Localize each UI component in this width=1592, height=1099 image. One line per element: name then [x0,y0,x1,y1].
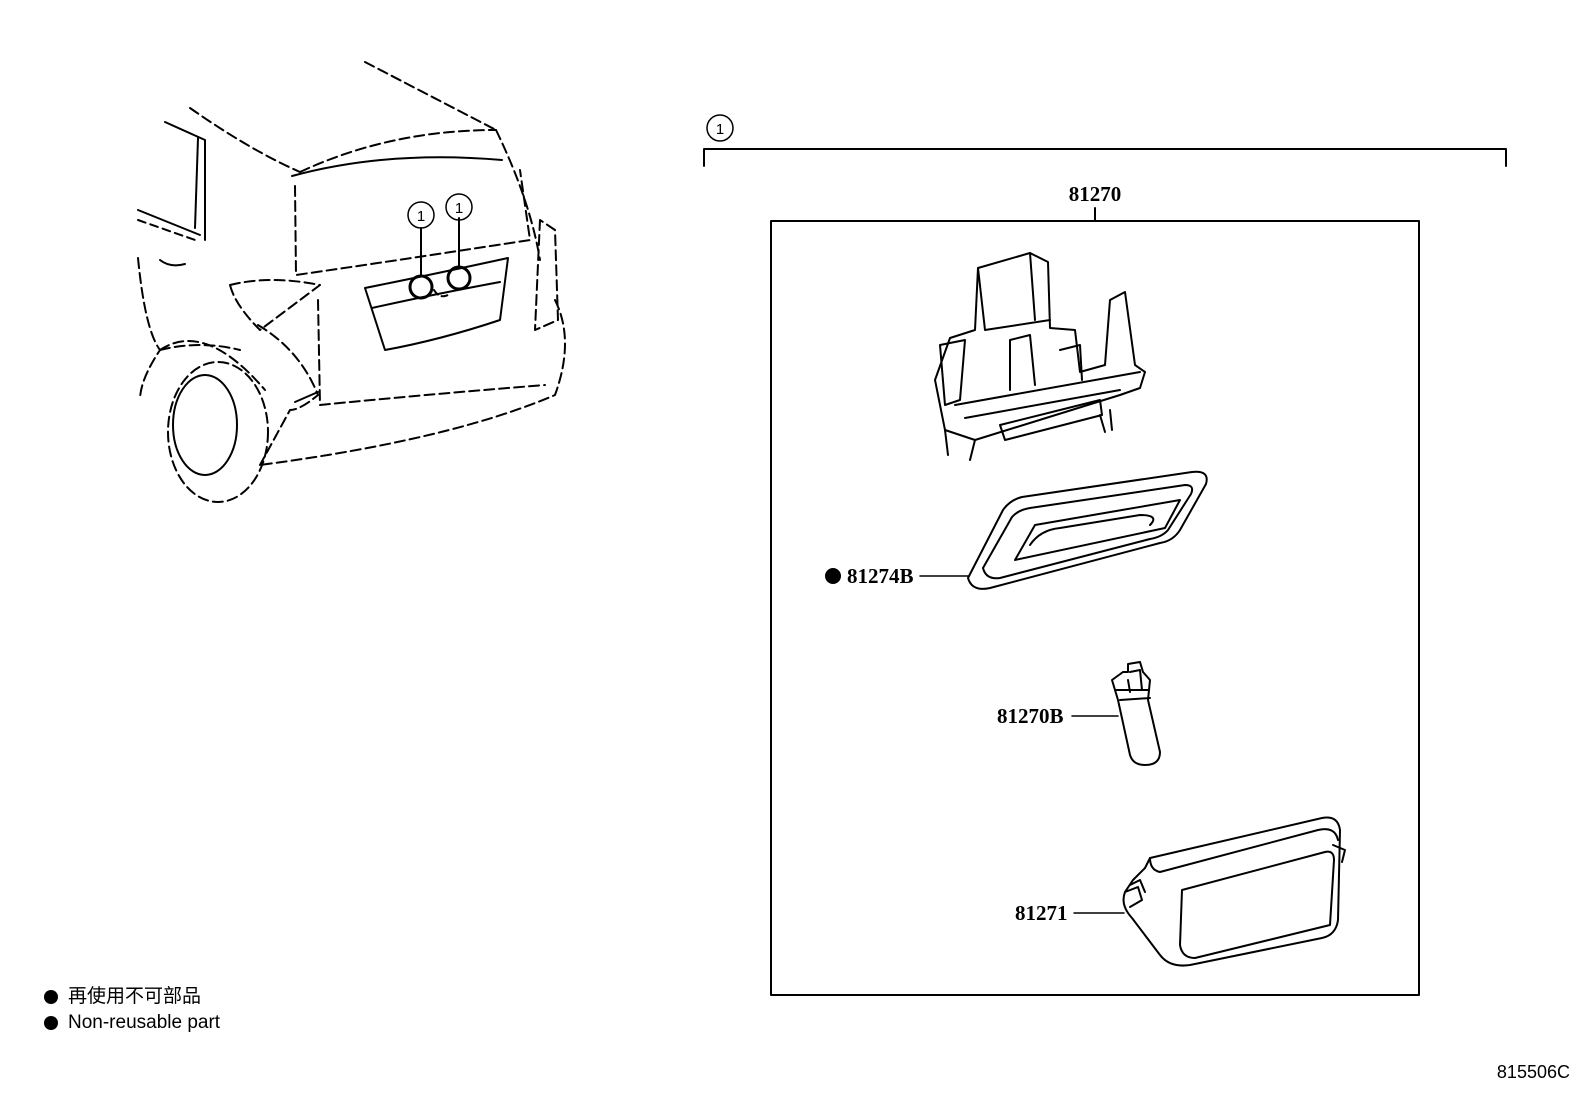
callout-number-group: 1 [716,121,724,138]
non-reusable-marker [825,568,841,584]
callout-number-left: 1 [417,208,425,225]
assembly-part-number: 81270 [1069,182,1122,206]
legend-text-japanese: 再使用不可部品 [68,986,202,1007]
legend-text-english: Non-reusable part [68,1012,221,1033]
callout-number-right: 1 [455,200,463,217]
illustration-code: 815506C [1496,1062,1570,1082]
legend-dot-icon [44,1016,58,1030]
part-number-lens: 81271 [1015,901,1068,925]
assembly-box [770,220,1420,996]
legend: 再使用不可部品 Non-reusable part [44,984,220,1036]
lamp-housing-drawing [934,252,1146,461]
lens-drawing [1122,816,1346,967]
legend-row-japanese: 再使用不可部品 [44,984,220,1010]
callout-circle-group [706,114,734,142]
group-bracket [703,148,1507,167]
legend-dot-icon [44,990,58,1004]
legend-row-english: Non-reusable part [44,1010,220,1036]
callout-circle-right [445,193,473,221]
gasket-drawing [967,470,1208,590]
part-number-gasket: 81274B [847,564,914,588]
callout-circle-left [407,201,435,229]
vehicle-rear-illustration [137,61,566,503]
part-number-bulb: 81270B [997,704,1064,728]
bulb-drawing [1111,661,1161,766]
